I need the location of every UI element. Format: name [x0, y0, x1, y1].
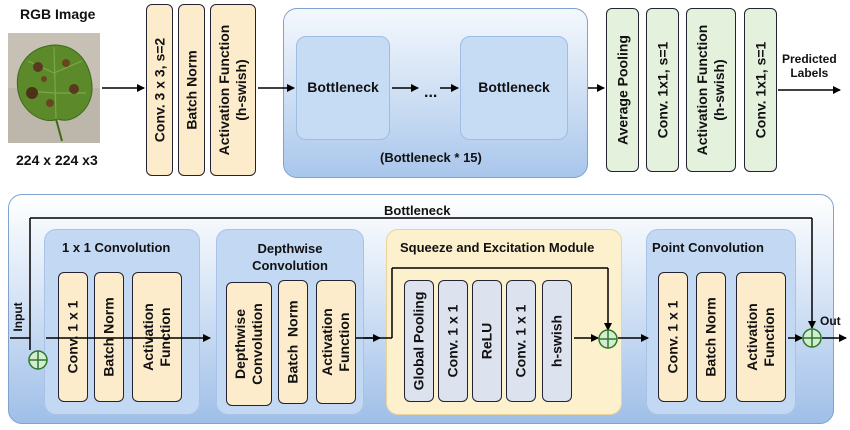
se-hswish-block: h-swish	[542, 280, 572, 402]
section-depthwise-title: Depthwise Convolution	[252, 241, 328, 273]
head-conv1-block: Conv. 1x1, s=1	[646, 8, 679, 172]
stem-activation-block: Activation Function (h-swish)	[210, 4, 256, 176]
stem-activation-label: Activation Function (h-swish)	[216, 24, 249, 156]
se-conv1-block: Conv. 1 x 1	[438, 280, 468, 402]
head-conv2-block: Conv. 1x1, s=1	[744, 8, 777, 172]
s4-batchnorm-label: Batch Norm	[702, 297, 719, 377]
s2-depthwise-block: Depthwise Convolution	[226, 282, 272, 406]
head-activation-block: Activation Function (h-swish)	[686, 8, 736, 172]
s4-activation-label: Activation Function	[744, 303, 777, 371]
stem-conv-block: Conv. 3 x 3, s=2	[146, 4, 173, 176]
leaf-image	[8, 33, 100, 143]
s1-activation-label: Activation Function	[140, 303, 173, 371]
bottleneck-block-1: Bottleneck	[296, 36, 390, 140]
s4-conv-label: Conv. 1 x 1	[664, 300, 681, 374]
head-activation-label: Activation Function (h-swish)	[694, 24, 727, 156]
section-se-title: Squeeze and Excitation Module	[400, 240, 595, 255]
s4-activation-block: Activation Function	[736, 272, 786, 402]
bottleneck-count-caption: (Bottleneck * 15)	[380, 150, 482, 165]
se-relu-block: ReLU	[472, 280, 502, 402]
bottleneck-block-2-label: Bottleneck	[478, 79, 550, 95]
input-image-title: RGB Image	[20, 6, 96, 22]
bottleneck-ellipsis: ...	[424, 84, 438, 101]
input-label: Input	[11, 302, 25, 332]
stem-batchnorm-label: Batch Norm	[183, 50, 199, 130]
head-conv1-label: Conv. 1x1, s=1	[654, 41, 670, 139]
predicted-labels-text: Predicted Labels	[782, 52, 837, 80]
stem-batchnorm-block: Batch Norm	[178, 4, 205, 176]
se-hswish-label: h-swish	[548, 314, 565, 368]
bottleneck-detail-title: Bottleneck	[384, 203, 451, 218]
head-conv2-label: Conv. 1x1, s=1	[752, 41, 768, 139]
head-avgpool-label: Average Pooling	[614, 35, 630, 145]
s2-depthwise-label: Depthwise Convolution	[232, 303, 265, 385]
se-conv1-label: Conv. 1 x 1	[444, 304, 461, 378]
s1-activation-block: Activation Function	[132, 272, 182, 402]
bottleneck-block-2: Bottleneck	[460, 36, 568, 140]
input-size-label: 224 x 224 x3	[16, 152, 98, 168]
s2-activation-label: Activation Function	[319, 308, 352, 376]
head-avgpool-block: Average Pooling	[606, 8, 639, 172]
se-conv2-block: Conv. 1 x 1	[506, 280, 536, 402]
se-globalpool-label: Global Pooling	[410, 291, 427, 391]
out-label: Out	[820, 314, 841, 328]
s2-batchnorm-label: Batch Norm	[284, 300, 301, 384]
s4-batchnorm-block: Batch Norm	[696, 272, 726, 402]
s1-batchnorm-label: Batch Norm	[100, 297, 117, 377]
bottleneck-block-1-label: Bottleneck	[307, 79, 379, 95]
s1-conv-block: Conv. 1 x 1	[58, 272, 88, 402]
s2-batchnorm-block: Batch Norm	[278, 280, 308, 404]
s2-activation-block: Activation Function	[316, 280, 356, 404]
section-1x1-conv-title: 1 x 1 Convolution	[62, 240, 171, 255]
section-point-conv-title: Point Convolution	[652, 240, 764, 255]
se-relu-label: ReLU	[478, 322, 495, 360]
s4-conv-block: Conv. 1 x 1	[658, 272, 688, 402]
s1-conv-label: Conv. 1 x 1	[64, 300, 81, 374]
se-conv2-label: Conv. 1 x 1	[512, 304, 529, 378]
s1-batchnorm-block: Batch Norm	[94, 272, 124, 402]
stem-conv-label: Conv. 3 x 3, s=2	[151, 37, 167, 143]
se-globalpool-block: Global Pooling	[404, 280, 434, 402]
